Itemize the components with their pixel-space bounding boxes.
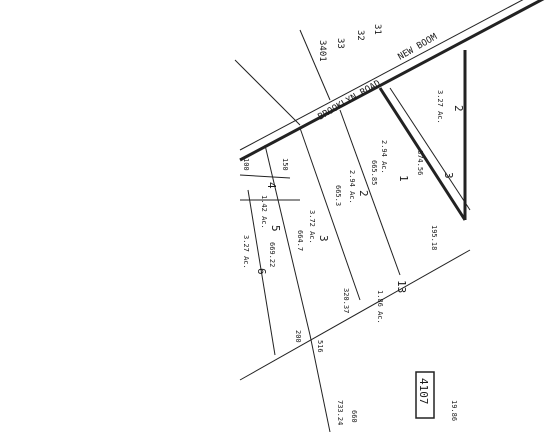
- parcel-3-number: 3: [317, 235, 330, 242]
- dim-1: 665.85: [370, 160, 378, 185]
- parcel-3-acreage: 3.72 Ac.: [308, 210, 316, 244]
- parcel-5-6-line: [247, 189, 276, 356]
- upper-lot-line-2: [299, 29, 331, 101]
- parcel-3-east-number: 3: [442, 172, 455, 179]
- parcel-2-east-number: 2: [452, 105, 465, 112]
- dim-12: 733.24: [336, 400, 344, 425]
- parcel-1-number: 1: [397, 175, 410, 182]
- dim-4: 669.22: [268, 242, 276, 267]
- block-number: 4107: [417, 378, 430, 405]
- road-edge-line-upper: [239, 0, 524, 151]
- parcel-4-number: 4: [265, 182, 278, 189]
- lower-lot-line: [309, 334, 331, 432]
- parcel-1-east-boundary: [378, 87, 467, 221]
- upper-lot-33: 33: [335, 38, 345, 49]
- dim-9: 150: [281, 158, 289, 171]
- dim-11: 195.18: [430, 225, 438, 250]
- parcel-13-number: 13: [395, 280, 408, 293]
- dim-8: 516: [316, 340, 324, 353]
- parcel-lines: [234, 0, 545, 432]
- parcel-6-number: 6: [255, 268, 268, 275]
- parcel-2-3-line: [299, 127, 361, 301]
- upper-lot-line: [234, 59, 301, 126]
- parcel-1-inner-boundary: [389, 87, 471, 211]
- parcel-1-2-line: [339, 109, 401, 276]
- dim-7: 200: [294, 330, 302, 343]
- upper-lot-3401: 3401: [317, 40, 327, 62]
- parcel-2-acreage: 2.94 Ac.: [348, 170, 356, 204]
- dim-13: 660: [350, 410, 358, 423]
- parcel-2-number: 2: [357, 190, 370, 197]
- lower-boundary-line: [239, 249, 471, 381]
- dim-5: 874.56: [416, 150, 424, 175]
- upper-lot-32: 32: [355, 30, 365, 41]
- parcel-6-acreage: 3.27 Ac.: [242, 235, 250, 269]
- block-number-box: [415, 371, 435, 419]
- corner-label: 19.86: [450, 400, 458, 421]
- parcel-1-acreage: 2.94 Ac.: [380, 140, 388, 174]
- parcel-4-top-line: [239, 174, 291, 179]
- dim-10: 100: [242, 158, 250, 171]
- road-edge-line: [239, 0, 545, 162]
- dim-2: 665.3: [334, 185, 342, 206]
- road-name: BROOKLYN ROAD: [317, 79, 383, 123]
- dim-3: 664.7: [296, 230, 304, 251]
- parcel-5-acreage: 1.42 Ac.: [260, 195, 268, 229]
- upper-lot-31: 31: [372, 24, 382, 35]
- parcel-13-acreage: 1.86 Ac.: [376, 290, 384, 324]
- dim-6: 320.37: [342, 288, 350, 313]
- parcel-5-number: 5: [269, 225, 282, 232]
- parcel-2-east-acreage: 3.27 Ac.: [436, 90, 444, 124]
